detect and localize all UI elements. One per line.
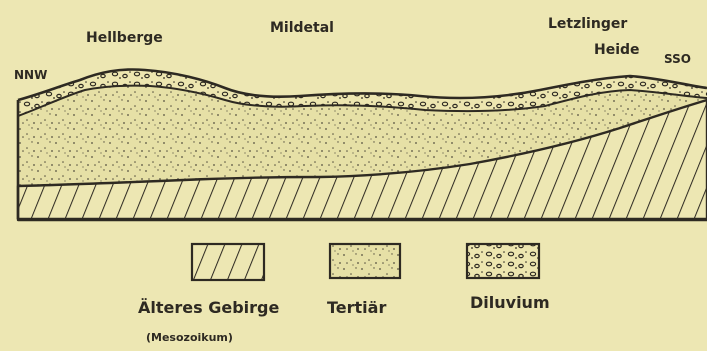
label-hellberge: Hellberge bbox=[86, 30, 163, 46]
label-sso: SSO bbox=[664, 52, 691, 66]
label-mildetal: Mildetal bbox=[270, 20, 334, 36]
legend-item-diluvium: Diluvium bbox=[467, 244, 550, 312]
legend: Älteres Gebirge (Mesozoikum) Tertiär Dil… bbox=[138, 244, 550, 344]
legend-label-diluvium: Diluvium bbox=[470, 293, 550, 312]
legend-sublabel-mesozoic: (Mesozoikum) bbox=[146, 331, 233, 344]
legend-item-older-rock: Älteres Gebirge (Mesozoikum) bbox=[138, 244, 279, 344]
label-nnw: NNW bbox=[14, 68, 47, 82]
legend-swatch-stipple bbox=[330, 244, 400, 278]
legend-swatch-hatch bbox=[192, 244, 264, 280]
legend-swatch-pebbles bbox=[467, 244, 539, 278]
legend-label-tertiary: Tertiär bbox=[327, 298, 386, 317]
label-heide: Heide bbox=[594, 42, 640, 58]
label-letzlinger: Letzlinger bbox=[548, 16, 627, 32]
legend-item-tertiary: Tertiär bbox=[327, 244, 400, 317]
legend-label-older-rock: Älteres Gebirge bbox=[138, 298, 279, 317]
